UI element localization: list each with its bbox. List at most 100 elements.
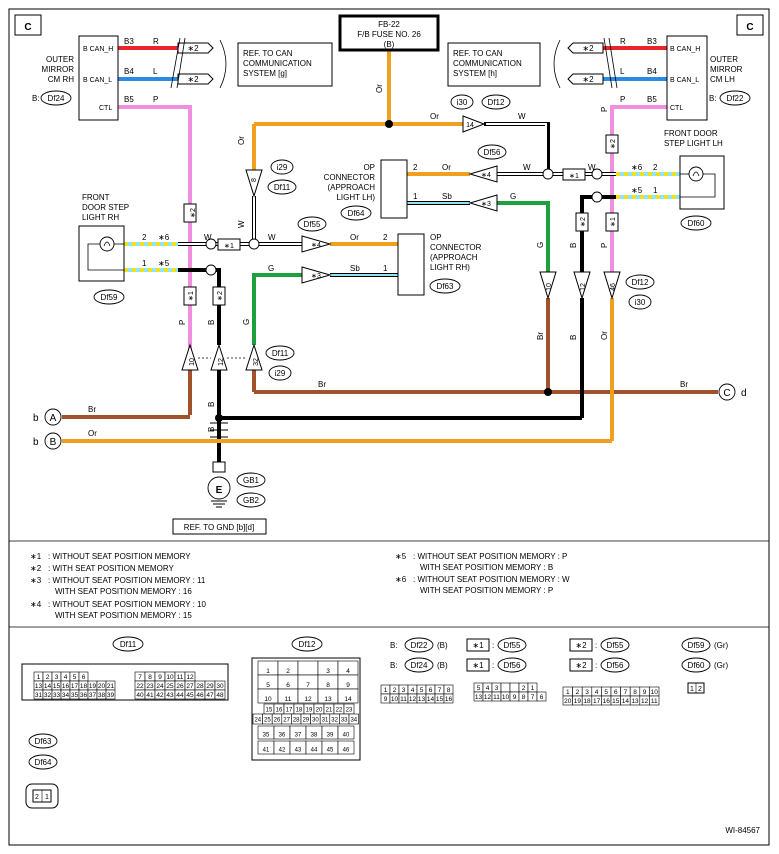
legend-df22: Df22 xyxy=(411,641,428,650)
label-w-i30: W xyxy=(518,112,526,121)
pin-number: 12 xyxy=(641,698,649,705)
pin-number: 29 xyxy=(206,683,214,690)
pin-number: 13 xyxy=(475,694,483,701)
op-lh-pin2: 2 xyxy=(413,163,418,172)
pin-number: 36 xyxy=(279,733,286,739)
pin-number: 24 xyxy=(156,683,164,690)
pin-number: 24 xyxy=(254,718,261,724)
legend-colon: : xyxy=(492,661,494,670)
pin-number: 31 xyxy=(322,718,329,724)
label-sb-oplh: Sb xyxy=(442,192,452,201)
star-tag: ∗2 xyxy=(190,208,197,218)
mirror-lh-color-p: P xyxy=(620,95,625,104)
note-key: ∗2 xyxy=(30,564,42,573)
legend-suffix: (Gr) xyxy=(714,641,729,650)
pin-number: 22 xyxy=(136,683,144,690)
pin-number: 16 xyxy=(276,708,283,714)
pin-num: 12 xyxy=(580,283,587,291)
label-w-lh: W xyxy=(523,163,531,172)
op-lh-line4: LIGHT LH) xyxy=(336,193,375,202)
pin-number: 41 xyxy=(146,692,154,699)
ref-can-g-line2: COMMUNICATION xyxy=(243,59,312,68)
pin-number: 19 xyxy=(574,698,582,705)
mirror-lh-pin-ctl: CTL xyxy=(670,105,683,112)
pin-number: 46 xyxy=(196,692,204,699)
pin-number: 16 xyxy=(445,696,453,703)
pin-num: 12 xyxy=(218,358,225,366)
step-lh-line2: STEP LIGHT LH xyxy=(664,139,723,148)
pin-number: 4 xyxy=(64,674,68,681)
pin-number: 1 xyxy=(266,668,270,675)
label-or-B: Or xyxy=(88,429,97,438)
pin-number: 43 xyxy=(166,692,174,699)
pin-number: 14 xyxy=(344,696,352,703)
can-tag-left-h: ∗2 xyxy=(187,44,199,53)
pin-number: 31 xyxy=(35,692,43,699)
pin-number: 27 xyxy=(283,718,290,724)
notes: ∗1 : WITHOUT SEAT POSITION MEMORY ∗2 : W… xyxy=(30,552,570,620)
pin-number: 32 xyxy=(44,692,52,699)
mirror-rh-connector: Df24 xyxy=(48,94,65,103)
pin-number: 8 xyxy=(447,687,451,694)
df63-pin: 2 xyxy=(35,794,39,801)
pin-num: ∗4 xyxy=(481,172,491,179)
can-tag-left-l: ∗2 xyxy=(187,75,199,84)
legend-star: ∗2 xyxy=(575,641,587,650)
op-rh-line2: CONNECTOR xyxy=(430,243,482,252)
pin-number: 47 xyxy=(206,692,214,699)
pin-number: 13 xyxy=(631,698,639,705)
pin-number: 12 xyxy=(186,674,194,681)
pin-number: 2 xyxy=(522,685,526,692)
pin-number: 25 xyxy=(264,718,271,724)
star-label: ∗5 xyxy=(631,186,643,195)
pin-number: 33 xyxy=(341,718,348,724)
pin-num: ∗3 xyxy=(311,273,321,280)
legend-df12: Df12 xyxy=(299,640,316,649)
mirror-lh-line2: MIRROR xyxy=(710,65,743,74)
op-connector-rh: 2 1 OP CONNECTOR (APPROACH LIGHT RH) Df6… xyxy=(383,233,482,296)
pin-arrows: 14 i30 Df12 8 i29 Df11 ∗4 ∗3 Df55 ∗4 ∗3 … xyxy=(181,94,655,381)
mirror-lh-color-l: L xyxy=(620,67,625,76)
mirror-rh-color-l: L xyxy=(153,67,158,76)
pin-number: 34 xyxy=(62,692,70,699)
note-text: : WITHOUT SEAT POSITION MEMORY : W xyxy=(413,575,570,584)
wire-green-lh xyxy=(497,201,550,272)
note-key: ∗6 xyxy=(395,575,407,584)
op-rh-pin2: 2 xyxy=(383,233,388,242)
pin-number: 10 xyxy=(651,689,659,696)
step-rh-pin1: 1 xyxy=(142,259,147,268)
fuse-line3: (B) xyxy=(384,40,395,49)
op-lh-connector: Df64 xyxy=(348,209,365,218)
pin-number: 5 xyxy=(266,682,270,689)
mirror-lh-line3: CM LH xyxy=(710,75,735,84)
star-tag: ∗1 xyxy=(188,291,195,301)
pin-number: 17 xyxy=(71,683,79,690)
pin-number: 2 xyxy=(393,687,397,694)
mirror-lh-term-b5: B5 xyxy=(647,95,657,104)
label-or-oprh: Or xyxy=(350,233,359,242)
pin-number: 14 xyxy=(622,698,630,705)
pin-number: 41 xyxy=(263,748,270,754)
pin-number: 26 xyxy=(176,683,184,690)
pin-number: 18 xyxy=(80,683,88,690)
ref-can-h-line2: COMMUNICATION xyxy=(453,59,522,68)
can-tag-right-h: ∗2 xyxy=(582,44,594,53)
terminal-bA-letter: A xyxy=(50,413,57,424)
pin-number: 15 xyxy=(53,683,61,690)
ground-ref: REF. TO GND [b][d] xyxy=(184,523,254,532)
fuse-line2: F/B FUSE NO. 26 xyxy=(357,30,421,39)
mirror-rh-prefix: B: xyxy=(32,94,40,103)
conn-i30b: i30 xyxy=(635,298,646,307)
diagram-frame xyxy=(8,8,770,846)
terminal-C-d: C d xyxy=(718,383,747,401)
legend-star: ∗2 xyxy=(575,661,587,670)
pin-number: 8 xyxy=(148,674,152,681)
pin-number: 38 xyxy=(311,733,318,739)
pin-cell xyxy=(297,660,319,676)
terminal-b-B: b B xyxy=(33,432,62,450)
conn-df12: Df12 xyxy=(488,98,505,107)
pin-number: 35 xyxy=(71,692,79,699)
pin-number: 13 xyxy=(324,696,332,703)
